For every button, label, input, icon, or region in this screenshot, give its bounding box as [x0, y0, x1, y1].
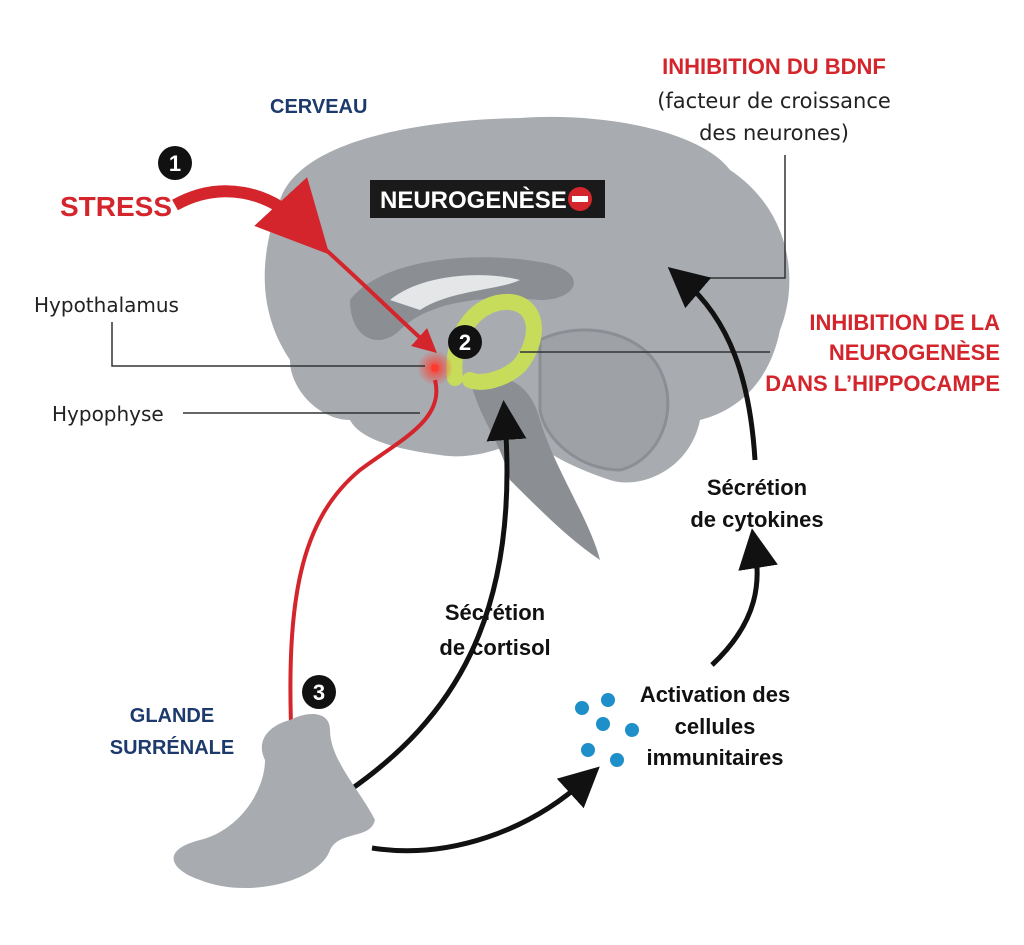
svg-text:2: 2: [459, 330, 471, 355]
hypophyse-label: Hypophyse: [52, 402, 164, 426]
adrenal-gland: [173, 714, 375, 889]
leader-lines: [111, 155, 786, 414]
step-2-badge: 2: [448, 325, 482, 359]
bdnf-desc-1: (facteur de croissance: [657, 89, 891, 113]
cytokines-2: de cytokines: [690, 507, 823, 532]
bdnf-desc-2: des neurones): [699, 121, 849, 145]
svg-text:1: 1: [169, 151, 181, 176]
stress-label: STRESS: [60, 191, 172, 222]
cytokines-1: Sécrétion: [707, 475, 807, 500]
bdnf-title: INHIBITION DU BDNF: [662, 54, 886, 79]
inhib-hippo-3: DANS L’HIPPOCAMPE: [765, 371, 1000, 396]
cytokines-to-brain-arrow: [667, 267, 758, 461]
svg-text:3: 3: [313, 680, 325, 705]
adrenal-to-immune-arrow: [371, 766, 600, 854]
inhib-hippo-1: INHIBITION DE LA: [809, 310, 1000, 335]
hypothalamus-label: Hypothalamus: [34, 293, 179, 317]
cortisol-2: de cortisol: [439, 635, 550, 660]
inhib-hippo-2: NEUROGENÈSE: [829, 340, 1000, 365]
immune-to-cytokines-arrow: [710, 528, 778, 667]
neurogenese-label-box: NEUROGENÈSE: [370, 180, 605, 218]
glande-1: GLANDE: [130, 705, 214, 727]
svg-text:NEUROGENÈSE: NEUROGENÈSE: [380, 186, 567, 214]
immun-1: Activation des: [640, 682, 790, 707]
step-3-badge: 3: [302, 675, 336, 709]
cortisol-1: Sécrétion: [445, 600, 545, 625]
stress-to-hypothalamus-arrow: [313, 238, 437, 353]
glande-2: SURRÉNALE: [110, 736, 234, 759]
hypophyse-to-adrenal-arrow: [279, 379, 439, 762]
immun-3: immunitaires: [647, 745, 784, 770]
stress-arrow: [172, 177, 330, 255]
step-1-badge: 1: [158, 146, 192, 180]
immune-cells: [575, 693, 639, 767]
cortisol-arrow: [348, 400, 527, 793]
immun-2: cellules: [675, 714, 756, 739]
cerveau-label: CERVEAU: [270, 96, 367, 118]
